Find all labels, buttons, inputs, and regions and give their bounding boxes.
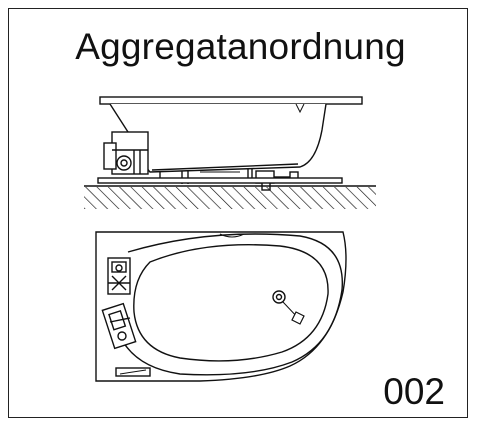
page-title: Aggregatanordnung	[75, 26, 406, 67]
drawing-code: 002	[383, 371, 445, 412]
top-plan-view	[95, 231, 347, 382]
inner-basin	[133, 244, 329, 362]
drain-plan	[272, 290, 305, 325]
floor-hatching	[84, 187, 376, 209]
control-box-plan	[115, 367, 151, 377]
pump-unit	[103, 131, 149, 175]
side-elevation-view	[84, 96, 376, 191]
blower-unit-plan	[101, 302, 137, 350]
tub-rim	[99, 96, 363, 105]
floor-plate	[97, 177, 343, 184]
pump-unit-plan	[107, 257, 131, 295]
rim-curve	[121, 233, 343, 376]
